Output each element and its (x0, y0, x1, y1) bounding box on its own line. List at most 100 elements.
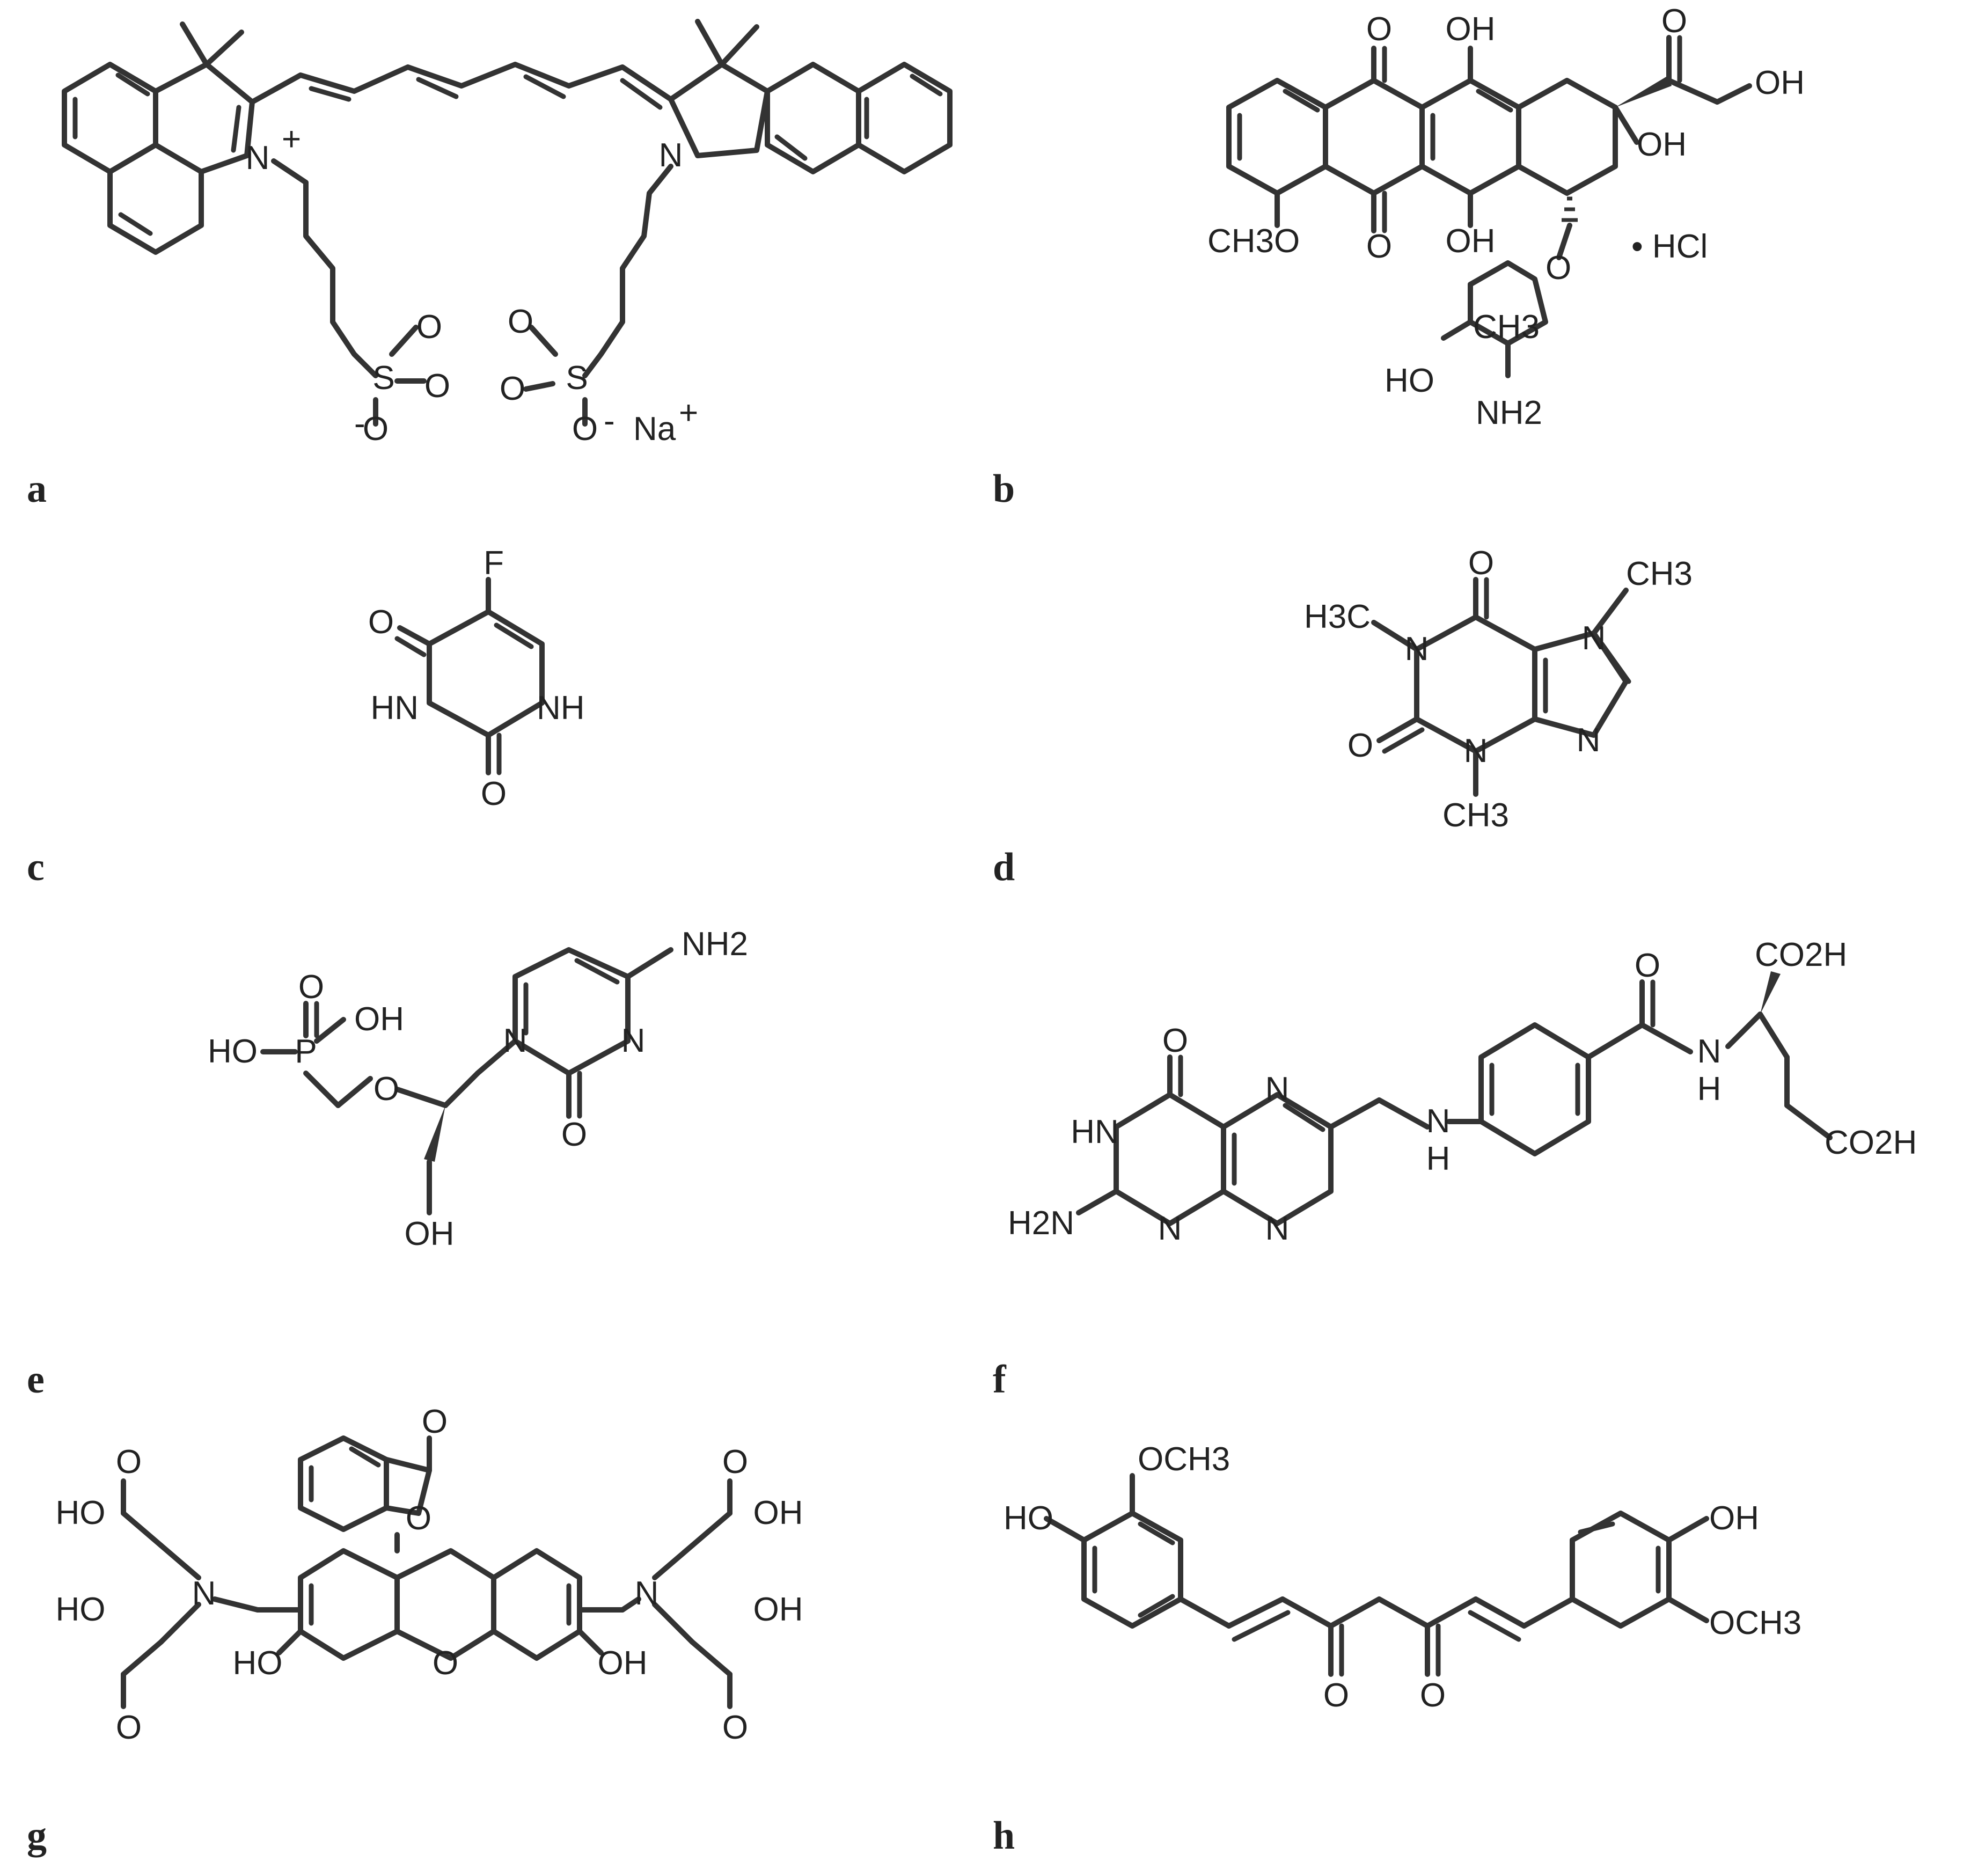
atom-label: N (1464, 732, 1488, 770)
atom-label: N (1577, 722, 1601, 759)
atom-label: NH2 (682, 926, 748, 963)
atom-label: O (1347, 727, 1373, 764)
structure-f: O HN H2N N N N N H O N H CO2H CO2H (1008, 936, 1917, 1247)
atom-label: OH (1637, 126, 1687, 163)
atom-label: O (1162, 1022, 1188, 1059)
atom-label: O (1468, 545, 1494, 582)
atom-label: N (1158, 1210, 1182, 1247)
atom-label: CH3 (1626, 555, 1693, 592)
atom-label: O (1366, 11, 1392, 48)
atom-label: N (1265, 1071, 1290, 1108)
panel-label-e: e (27, 1358, 45, 1402)
atom-label: O (722, 1709, 748, 1746)
atom-label: OH (1755, 64, 1805, 101)
atom-label: O (298, 969, 324, 1006)
atom-label: O (1323, 1677, 1349, 1714)
atom-label: OH (753, 1494, 803, 1531)
atom-label: O (424, 368, 450, 405)
atom-label: HO (56, 1494, 106, 1531)
panel-label-h: h (993, 1814, 1015, 1858)
atom-label: O (368, 604, 394, 641)
structure-e: NH2 N N O O P O OH HO OH (208, 926, 748, 1252)
atom-label: OH (1709, 1500, 1759, 1537)
panel-label-d: d (993, 845, 1015, 889)
atom-charge: - (604, 402, 615, 439)
atom-label: CO2H (1755, 936, 1847, 973)
atom-label: O (433, 1645, 458, 1682)
atom-label: N (635, 1575, 659, 1612)
atom-charge: - (354, 405, 365, 442)
atom-label: NH2 (1476, 394, 1542, 431)
atom-label: O (1635, 947, 1660, 984)
atom-label: N (192, 1575, 216, 1612)
atom-label: HN (1071, 1113, 1119, 1150)
atom-label: HO (208, 1033, 258, 1070)
structure-c: F O HN NH O (368, 545, 585, 812)
atom-label: O (1420, 1677, 1446, 1714)
atom-label: O (572, 411, 598, 448)
atom-label: OH (1446, 223, 1496, 260)
atom-label: OCH3 (1709, 1604, 1801, 1642)
atom-label: H (1697, 1071, 1722, 1108)
panel-label-a: a (27, 467, 47, 511)
atom-label: O (422, 1403, 448, 1440)
atom-label: CH3O (1207, 223, 1300, 260)
atom-charge: + (282, 121, 301, 158)
atom-label: NH (537, 690, 585, 727)
atom-label: O (373, 1071, 399, 1108)
structure-g: O O O HO OH N N O HO HO O O OH OH O (56, 1403, 803, 1746)
atom-label: O (416, 309, 442, 346)
atom-label: O (116, 1709, 142, 1746)
atom-label: H3C (1304, 598, 1371, 635)
atom-label: N (1426, 1103, 1451, 1140)
atom-label: O (500, 370, 525, 407)
atom-label: OH (1446, 11, 1496, 48)
atom-label: F (484, 545, 504, 582)
atom-label: N (1582, 620, 1606, 657)
atom-label: O (508, 303, 533, 340)
structure-d: O CH3 H3C N N O N N CH3 (1304, 545, 1693, 834)
atom-label: H2N (1008, 1205, 1074, 1242)
atom-label: S (566, 360, 588, 397)
atom-label: OCH3 (1138, 1441, 1230, 1478)
atom-label: O (481, 775, 507, 812)
atom-label: O (1661, 3, 1687, 40)
atom-label: N (621, 1022, 646, 1059)
atom-label: O (363, 411, 389, 448)
atom-label: HN (370, 690, 419, 727)
atom-label: Na (633, 411, 676, 448)
atom-label: CO2H (1825, 1124, 1917, 1161)
atom-label: O (1545, 250, 1571, 287)
panel-label-b: b (993, 467, 1015, 511)
atom-label: P (295, 1033, 317, 1070)
atom-label: HO (233, 1645, 283, 1682)
atom-label: O (406, 1500, 431, 1537)
atom-label: S (372, 360, 394, 397)
structure-a: N + N S O O O - S O O O - Na + (62, 19, 953, 448)
panel-label-c: c (27, 845, 45, 889)
atom-label: HO (1004, 1500, 1053, 1537)
atom-label: N (1265, 1210, 1290, 1247)
atom-label: N (1697, 1033, 1722, 1070)
atom-label: O (116, 1443, 142, 1481)
atom-charge: + (679, 394, 698, 431)
atom-label: N (659, 137, 683, 174)
atom-label: O (1366, 228, 1392, 265)
atom-label: O (722, 1443, 748, 1481)
atom-label: OH (598, 1645, 648, 1682)
atom-label: H (1426, 1140, 1451, 1177)
atom-label: HO (1385, 362, 1434, 399)
structure-h: OCH3 HO O O OH OCH3 (1004, 1441, 1801, 1714)
atom-label: • HCl (1631, 228, 1708, 265)
panel-label-f: f (993, 1358, 1007, 1402)
atom-label: N (503, 1022, 528, 1059)
atom-label: N (1405, 631, 1429, 668)
panel-label-g: g (27, 1814, 47, 1858)
atom-label: O (561, 1116, 587, 1153)
structure-b: O OH O OH OH O OH CH3O • HCl O CH3 HO NH… (1207, 3, 1805, 431)
atom-label: OH (354, 1001, 404, 1038)
atom-label: HO (56, 1591, 106, 1628)
atom-label: OH (405, 1215, 455, 1252)
atom-label: CH3 (1442, 797, 1509, 834)
